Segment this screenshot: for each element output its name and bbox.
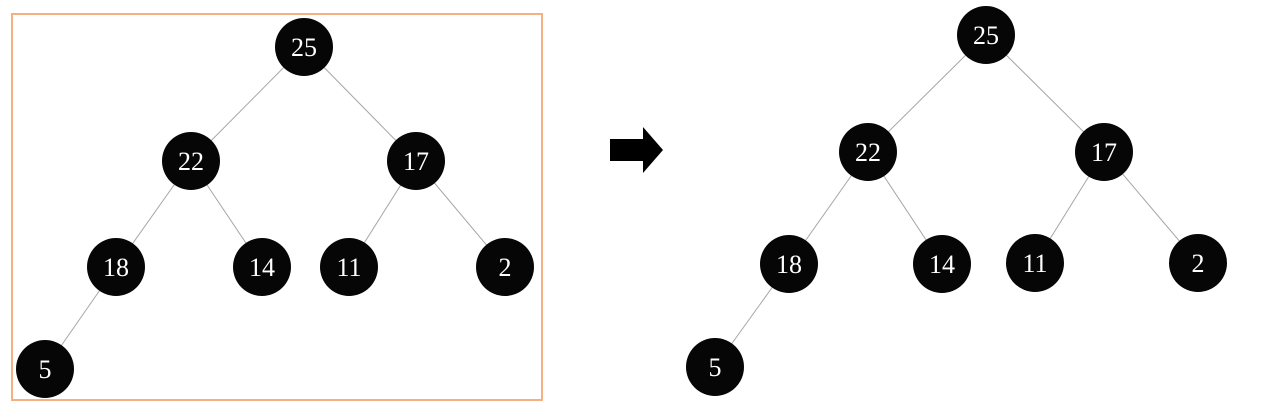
node-label: 17 bbox=[403, 147, 429, 176]
node-label: 18 bbox=[103, 253, 129, 282]
node-label: 17 bbox=[1091, 138, 1117, 167]
tree-node: 11 bbox=[320, 238, 378, 296]
node-circle bbox=[16, 340, 74, 398]
node-circle bbox=[387, 132, 445, 190]
tree-node: 17 bbox=[1075, 123, 1133, 181]
tree-node: 14 bbox=[233, 238, 291, 296]
node-label: 22 bbox=[855, 138, 881, 167]
tree-node: 17 bbox=[387, 132, 445, 190]
node-label: 25 bbox=[291, 33, 317, 62]
node-label: 5 bbox=[709, 353, 722, 382]
left-tree-edges bbox=[44, 46, 506, 370]
tree-node: 18 bbox=[87, 238, 145, 296]
node-circle bbox=[476, 238, 534, 296]
node-label: 11 bbox=[336, 253, 361, 282]
tree-node: 2 bbox=[476, 238, 534, 296]
right-tree: 25 22 17 18 14 11 2 5 bbox=[686, 6, 1227, 396]
tree-node: 22 bbox=[839, 123, 897, 181]
node-circle bbox=[839, 123, 897, 181]
node-circle bbox=[913, 235, 971, 293]
node-label: 14 bbox=[249, 253, 275, 282]
tree-node: 11 bbox=[1006, 234, 1064, 292]
tree-node: 2 bbox=[1169, 234, 1227, 292]
node-label: 2 bbox=[1192, 249, 1205, 278]
node-label: 11 bbox=[1022, 249, 1047, 278]
right-tree-edges bbox=[714, 34, 1199, 368]
right-arrow-icon bbox=[610, 127, 663, 173]
node-circle bbox=[686, 338, 744, 396]
tree-node: 18 bbox=[760, 235, 818, 293]
tree-node: 25 bbox=[957, 6, 1015, 64]
tree-node: 5 bbox=[16, 340, 74, 398]
node-label: 22 bbox=[178, 147, 204, 176]
node-label: 18 bbox=[776, 250, 802, 279]
node-label: 2 bbox=[499, 253, 512, 282]
node-circle bbox=[320, 238, 378, 296]
left-tree: 25 22 17 18 14 11 2 5 bbox=[16, 18, 534, 398]
node-circle bbox=[957, 6, 1015, 64]
node-label: 14 bbox=[929, 250, 955, 279]
node-label: 5 bbox=[39, 355, 52, 384]
node-circle bbox=[760, 235, 818, 293]
right-arrow-shape bbox=[610, 127, 663, 173]
node-circle bbox=[87, 238, 145, 296]
tree-node: 14 bbox=[913, 235, 971, 293]
selection-frame bbox=[11, 13, 543, 401]
node-circle bbox=[1169, 234, 1227, 292]
node-label: 25 bbox=[973, 21, 999, 50]
node-circle bbox=[275, 18, 333, 76]
node-circle bbox=[1075, 123, 1133, 181]
node-circle bbox=[162, 132, 220, 190]
tree-node: 5 bbox=[686, 338, 744, 396]
node-circle bbox=[233, 238, 291, 296]
tree-node: 22 bbox=[162, 132, 220, 190]
node-circle bbox=[1006, 234, 1064, 292]
tree-node: 25 bbox=[275, 18, 333, 76]
